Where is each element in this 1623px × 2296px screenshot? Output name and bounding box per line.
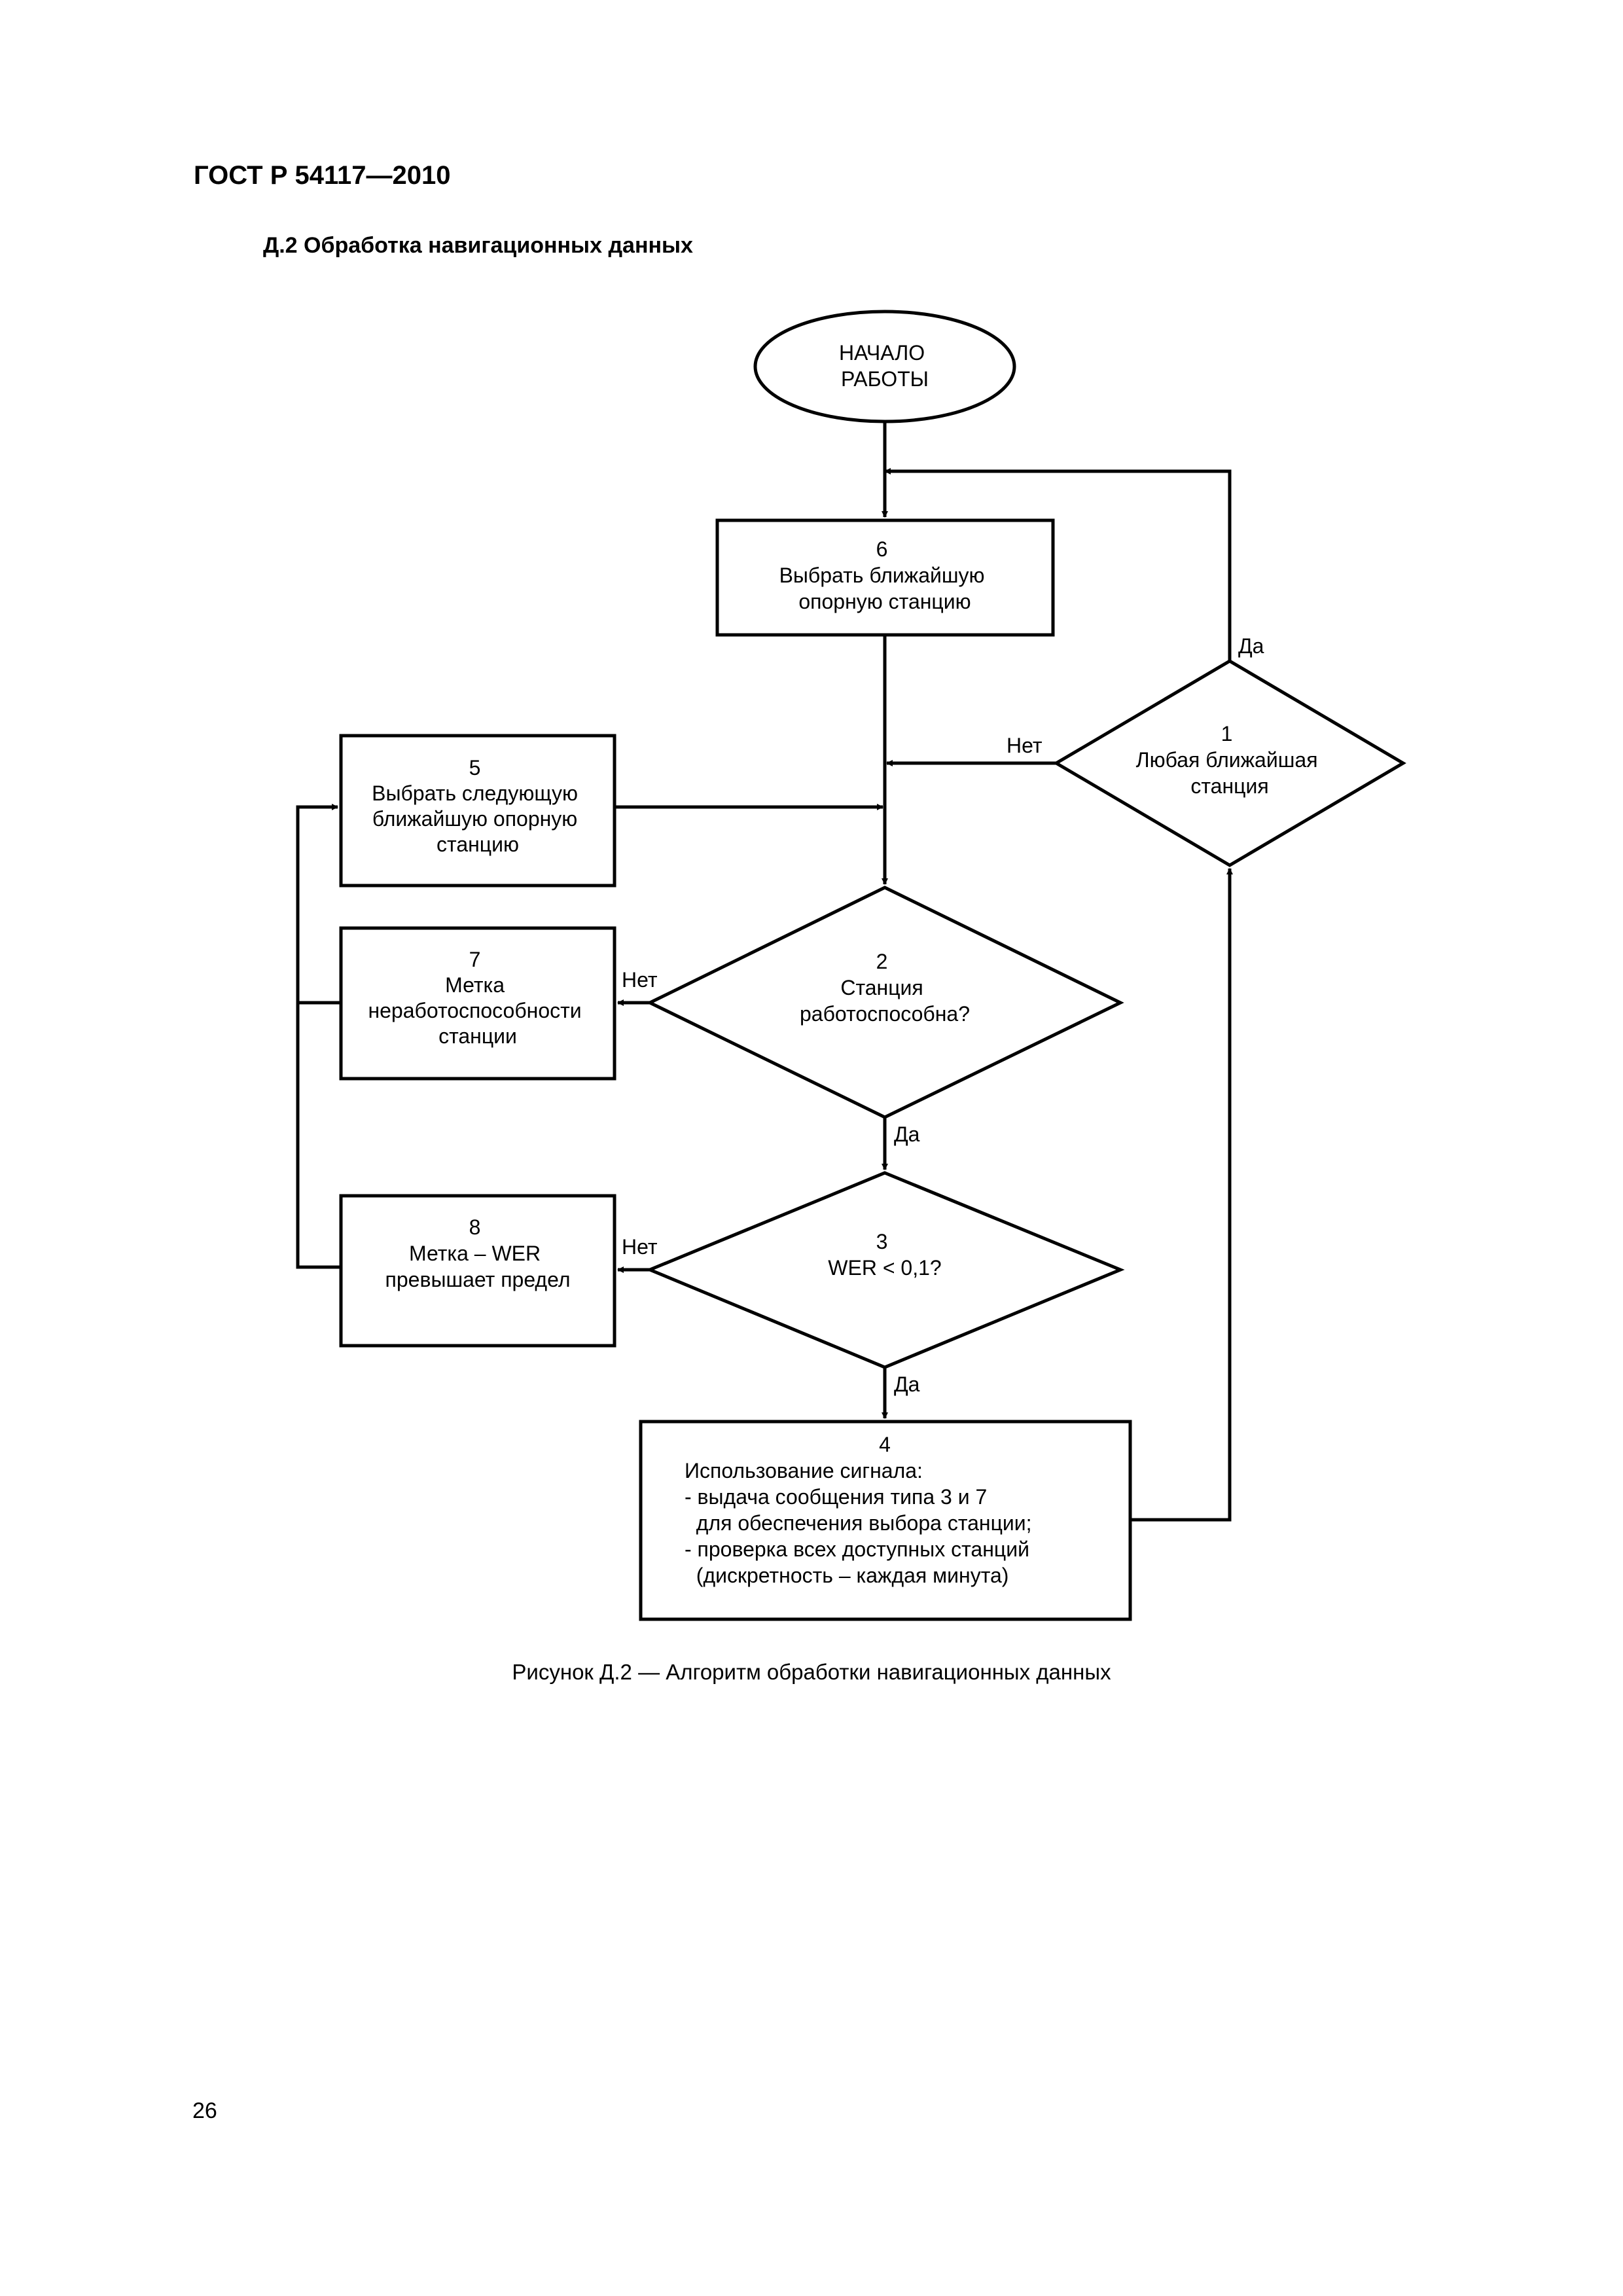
node-1-label: 1 Любая ближайшая станция xyxy=(1136,722,1324,798)
edge-label-n2-no: Нет xyxy=(622,968,658,992)
page-number: 26 xyxy=(192,2098,217,2123)
connector-4-to-1 xyxy=(1130,868,1233,1522)
node-6-label: 6 Выбрать ближайшую опорную станцию xyxy=(779,537,991,613)
start-label: НАЧАЛО РАБОТЫ xyxy=(839,341,931,391)
node-4-number: 4 xyxy=(879,1433,891,1456)
edge-label-n3-yes: Да xyxy=(894,1372,920,1396)
node-7-box xyxy=(339,926,616,1081)
node-3-label: 3 WER < 0,1? xyxy=(828,1230,941,1280)
edge-label-n1-no: Нет xyxy=(1007,734,1043,757)
node-2-label: 2 Станция работоспособна? xyxy=(800,950,970,1026)
edge-label-n2-yes: Да xyxy=(894,1122,920,1146)
connector-1-yes-loop xyxy=(884,468,1232,661)
start-terminator xyxy=(753,310,1016,423)
figure-caption: Рисунок Д.2 — Алгоритм обработки навигац… xyxy=(512,1660,1111,1684)
connector-left-loop xyxy=(296,807,341,1269)
node-5-box xyxy=(339,734,616,888)
edge-label-n3-no: Нет xyxy=(622,1235,658,1259)
document-header: ГОСТ Р 54117—2010 xyxy=(194,161,451,190)
section-title: Д.2 Обработка навигационных данных xyxy=(263,233,693,258)
node-8-box xyxy=(339,1194,616,1348)
node-5-label: 5 Выбрать следующую ближайшую опорную ст… xyxy=(372,756,584,856)
node-1-diamond xyxy=(1053,659,1406,867)
node-7-label: 7 Метка неработоспособности станции xyxy=(368,948,587,1048)
node-4-label: Использование сигнала: - выдача сообщени… xyxy=(0,0,1073,1587)
node-8-label: 8 Метка – WER превышает предел xyxy=(385,1215,571,1291)
edge-label-n1-yes: Да xyxy=(1238,634,1264,658)
